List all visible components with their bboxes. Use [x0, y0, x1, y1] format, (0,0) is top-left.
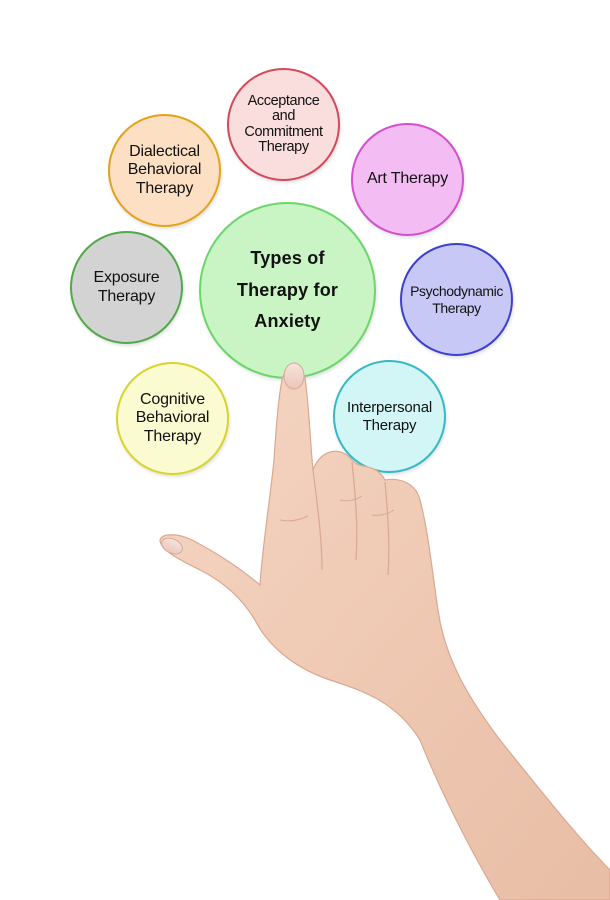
therapy-circle-exposure: Exposure Therapy [70, 231, 183, 344]
therapy-circle-psychodynamic: Psychodynamic Therapy [400, 243, 513, 356]
therapy-circle-acceptance-commitment: Acceptance and Commitment Therapy [227, 68, 340, 181]
center-title: Types of Therapy for Anxiety [236, 248, 339, 332]
therapy-circle-dialectical-behavioral: Dialectical Behavioral Therapy [108, 114, 221, 227]
therapy-circle-interpersonal: Interpersonal Therapy [333, 360, 446, 473]
therapy-label: Acceptance and Commitment Therapy [244, 93, 323, 155]
therapy-circle-art: Art Therapy [351, 123, 464, 236]
therapy-label: Dialectical Behavioral Therapy [127, 142, 202, 197]
therapy-label: Interpersonal Therapy [347, 399, 432, 434]
therapy-label: Art Therapy [366, 170, 449, 188]
therapy-circle-cognitive-behavioral: Cognitive Behavioral Therapy [116, 362, 229, 475]
center-circle: Types of Therapy for Anxiety [199, 202, 376, 379]
therapy-label: Exposure Therapy [93, 269, 160, 305]
therapy-label: Psychodynamic Therapy [410, 283, 503, 316]
therapy-label: Cognitive Behavioral Therapy [135, 390, 210, 445]
